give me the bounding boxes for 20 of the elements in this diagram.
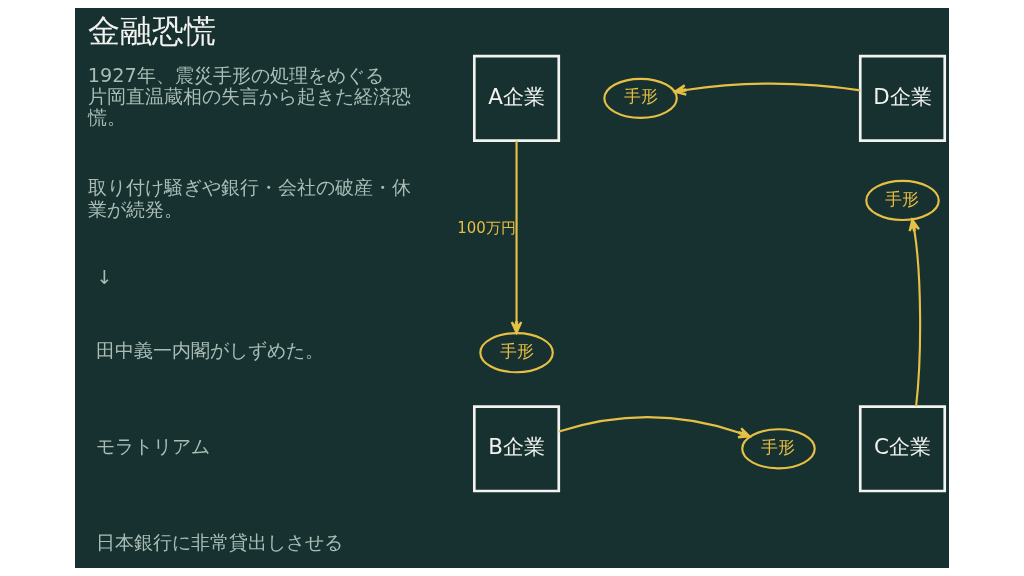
node-box: B企業 — [472, 405, 561, 493]
label: 1927年、震災手形の処理をめぐる片岡直温蔵相の失言から起きた経済恐慌。 — [87, 63, 411, 130]
diagram-title: 金融恐慌 — [88, 12, 217, 51]
arrow — [510, 140, 523, 334]
node-box: A企業 — [472, 54, 561, 142]
arrow — [673, 82, 861, 96]
node-ellipse: 手形 — [479, 332, 554, 374]
label: 田中義一内閣がしずめた。 — [96, 339, 325, 363]
node-box: D企業 — [858, 54, 947, 142]
label: モラトリアム — [96, 435, 211, 459]
node-box: C企業 — [858, 405, 947, 493]
node-ellipse: 手形 — [603, 77, 678, 119]
edge-label: 100万円 — [457, 218, 516, 237]
node-ellipse: 手形 — [865, 179, 940, 222]
node-ellipse: 手形 — [741, 428, 816, 470]
label: 取り付け騒ぎや銀行・会社の破産・休業が続発。 — [87, 176, 411, 221]
label: ↓ — [96, 266, 113, 290]
arrow — [908, 218, 922, 407]
arrow — [558, 416, 751, 439]
label: 日本銀行に非常貸出しさせる — [96, 531, 344, 555]
